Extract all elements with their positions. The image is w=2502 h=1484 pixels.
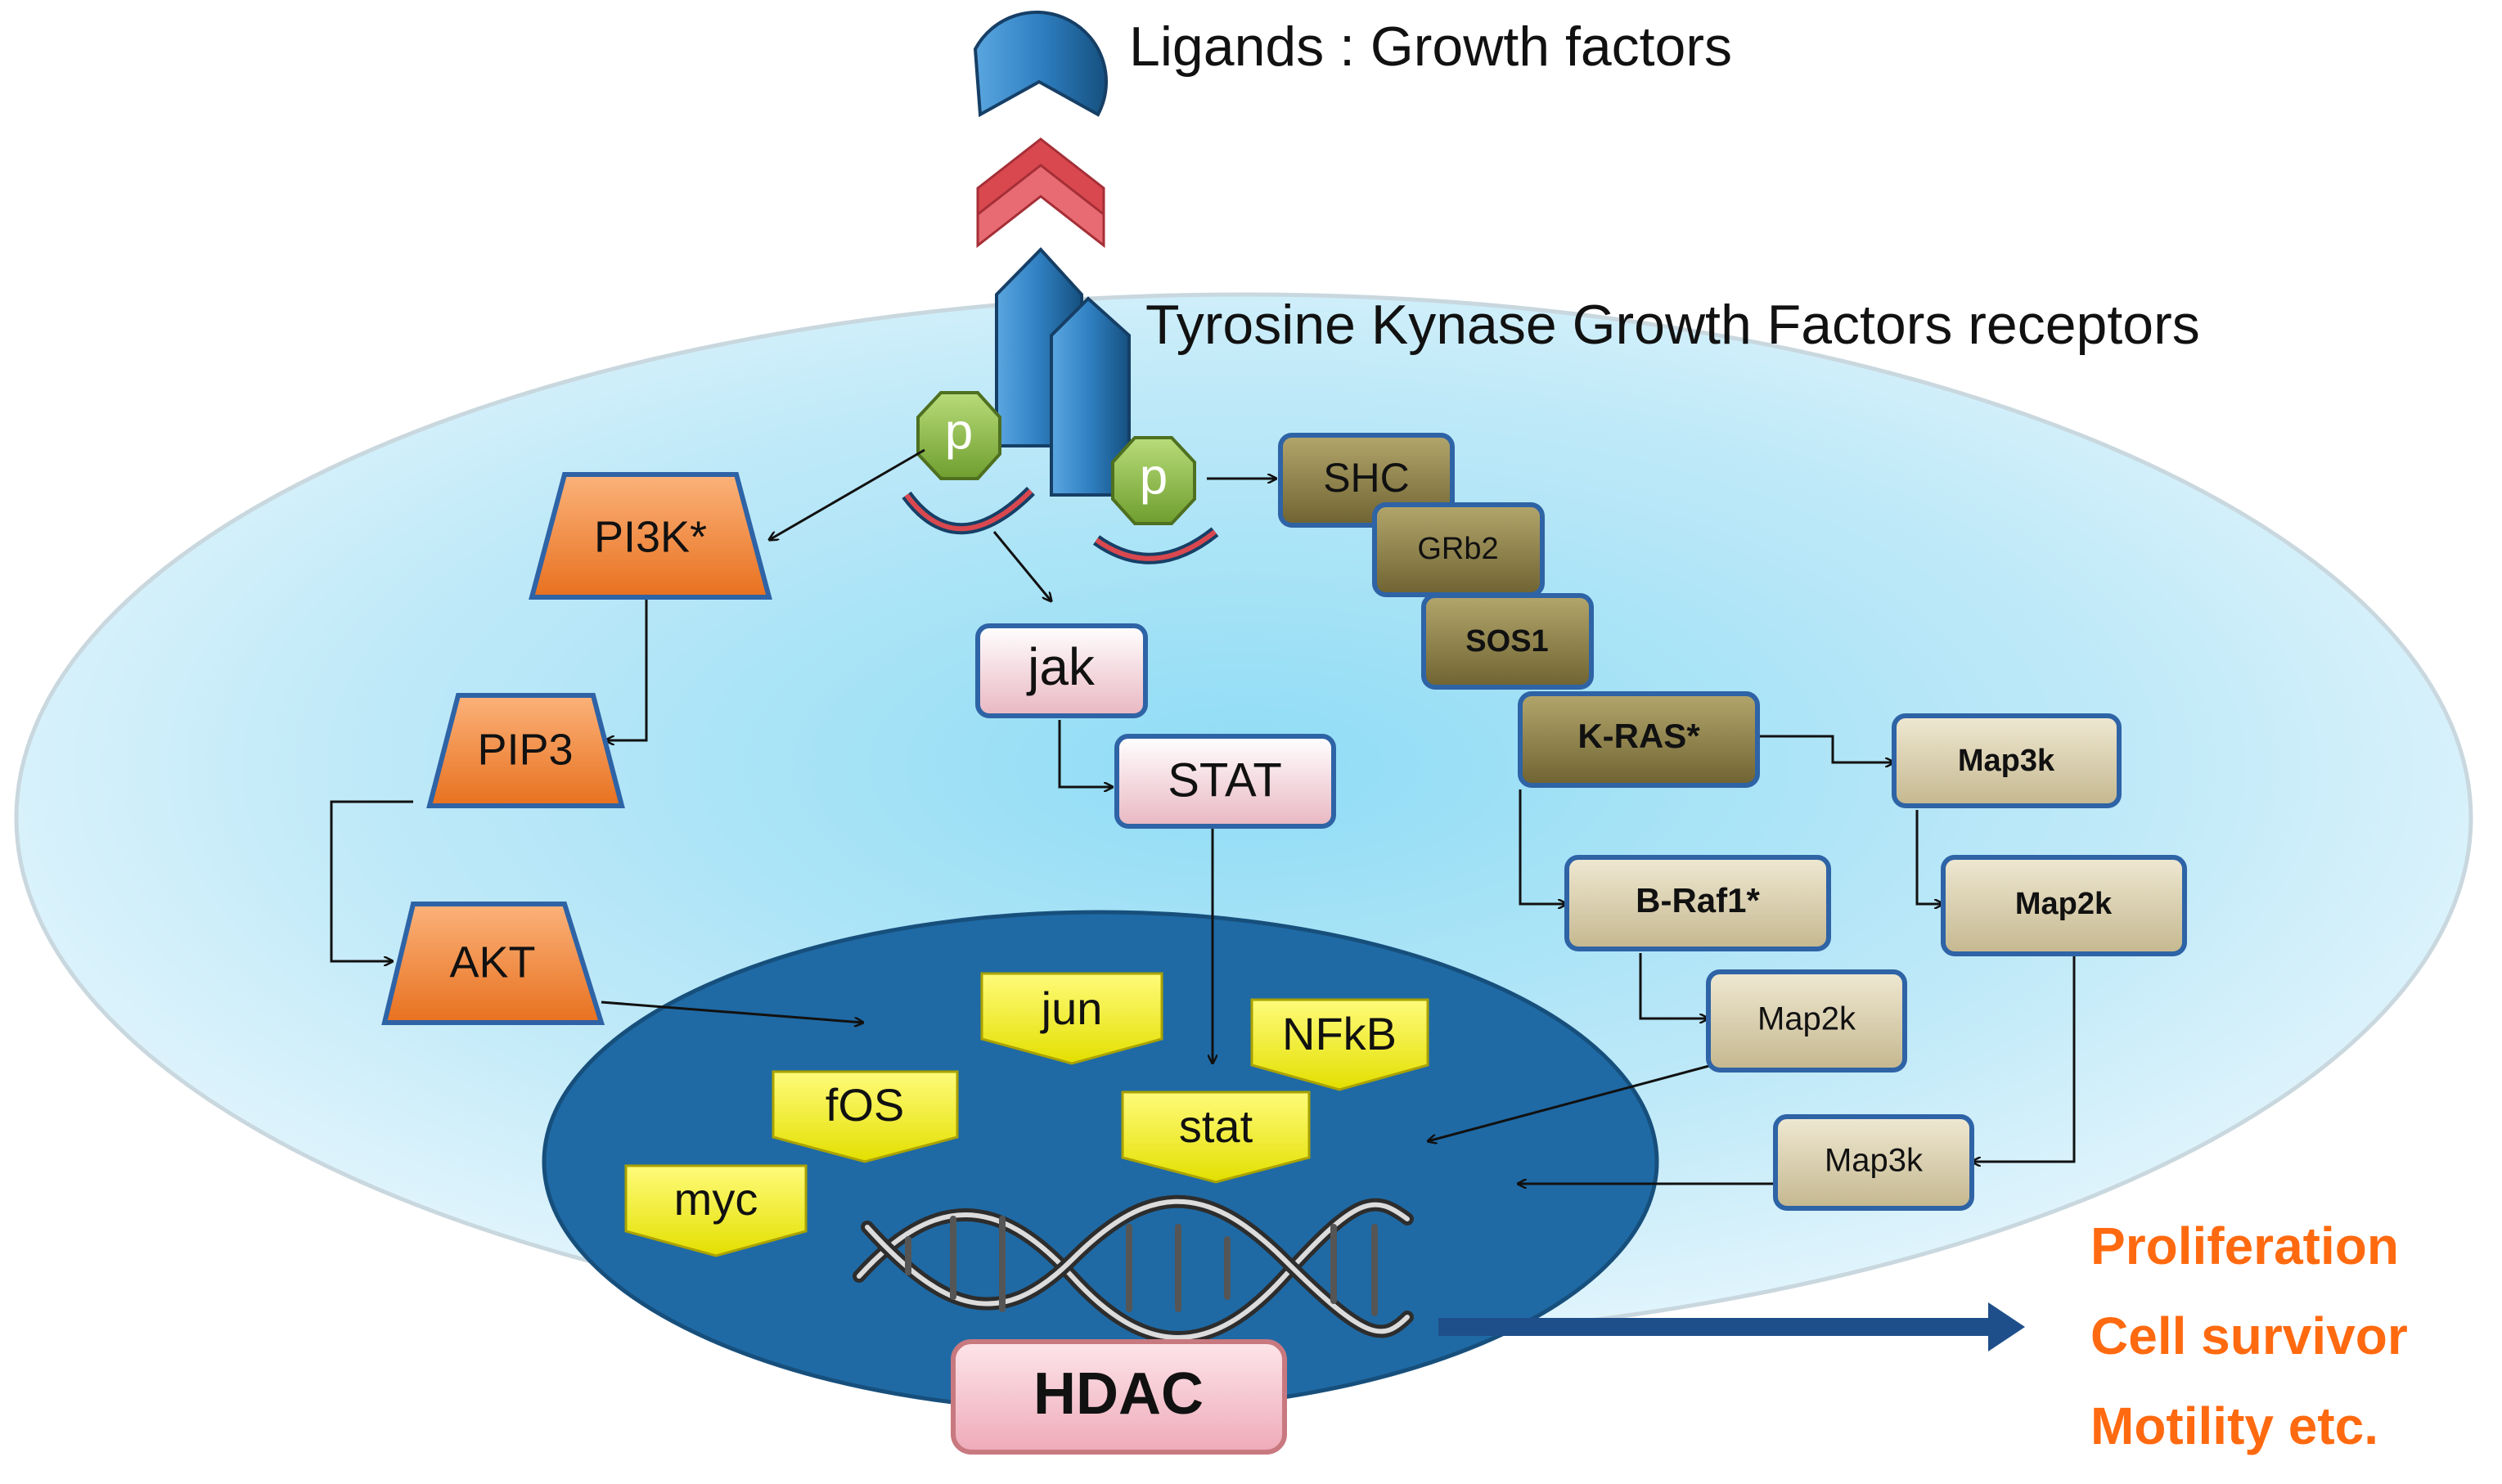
svg-text:PI3K*: PI3K* xyxy=(594,512,707,561)
map3k-node-top: Map3k xyxy=(1892,713,2122,808)
map2k-node-center: Map2k xyxy=(1706,969,1907,1073)
svg-text:PIP3: PIP3 xyxy=(477,725,573,774)
ligands-title: Ligands : Growth factors xyxy=(1129,16,1732,78)
svg-text:jun: jun xyxy=(1040,983,1103,1034)
kras-node: K-RAS* xyxy=(1518,691,1760,788)
dna-icon xyxy=(853,1194,1414,1344)
svg-text:Map2k: Map2k xyxy=(2015,887,2113,921)
receptor-label: Tyrosine Kynase Growth Factors receptors xyxy=(1145,294,2200,356)
nfkb-node: NFkB xyxy=(1250,998,1429,1091)
svg-text:K-RAS*: K-RAS* xyxy=(1577,717,1700,755)
receptor-icon xyxy=(902,247,1219,564)
myc-node: myc xyxy=(624,1164,808,1257)
hdac-node: HDAC xyxy=(951,1339,1287,1455)
phospho-badge-left: p xyxy=(916,391,1001,480)
svg-text:NFkB: NFkB xyxy=(1282,1008,1397,1059)
svg-text:p: p xyxy=(1140,448,1168,505)
phospho-badge-right: p xyxy=(1111,436,1196,525)
jak-node: jak xyxy=(975,623,1148,718)
svg-text:GRb2: GRb2 xyxy=(1417,532,1498,566)
outcome-arrow xyxy=(1438,1302,2025,1351)
svg-text:STAT: STAT xyxy=(1168,753,1282,807)
svg-text:Map3k: Map3k xyxy=(1958,744,2055,778)
stat-node: STAT xyxy=(1114,734,1336,829)
svg-text:myc: myc xyxy=(674,1173,758,1225)
outcome-proliferation: Proliferation xyxy=(2090,1216,2399,1275)
grb2-node: GRb2 xyxy=(1372,502,1545,597)
outcome-motility: Motility etc. xyxy=(2090,1396,2378,1455)
svg-text:stat: stat xyxy=(1179,1100,1253,1152)
sos1-node: SOS1 xyxy=(1421,593,1594,690)
pi3k-node: PI3K* xyxy=(529,472,772,600)
outcome-cell-survivor: Cell survivor xyxy=(2090,1306,2408,1365)
svg-text:AKT: AKT xyxy=(449,938,535,987)
svg-text:Map3k: Map3k xyxy=(1825,1143,1924,1179)
svg-text:Map2k: Map2k xyxy=(1757,1001,1856,1037)
svg-text:B-Raf1*: B-Raf1* xyxy=(1636,881,1760,920)
fos-node: fOS xyxy=(772,1070,959,1163)
svg-text:HDAC: HDAC xyxy=(1033,1361,1204,1427)
ligand-icon xyxy=(973,11,1108,249)
pip3-node: PIP3 xyxy=(426,693,625,808)
svg-text:SOS1: SOS1 xyxy=(1465,624,1548,659)
akt-node: AKT xyxy=(381,902,605,1025)
braf-node: B-Raf1* xyxy=(1564,855,1831,951)
map3k-node-bottom: Map3k xyxy=(1773,1114,1974,1211)
map2k-node-right: Map2k xyxy=(1941,855,2187,956)
svg-text:p: p xyxy=(945,403,973,460)
svg-text:jak: jak xyxy=(1026,637,1096,696)
pathway-arrows xyxy=(330,448,2076,1184)
stat-factor-node: stat xyxy=(1121,1091,1311,1184)
jun-node: jun xyxy=(980,972,1163,1065)
svg-text:fOS: fOS xyxy=(826,1079,904,1131)
svg-text:SHC: SHC xyxy=(1323,455,1410,501)
